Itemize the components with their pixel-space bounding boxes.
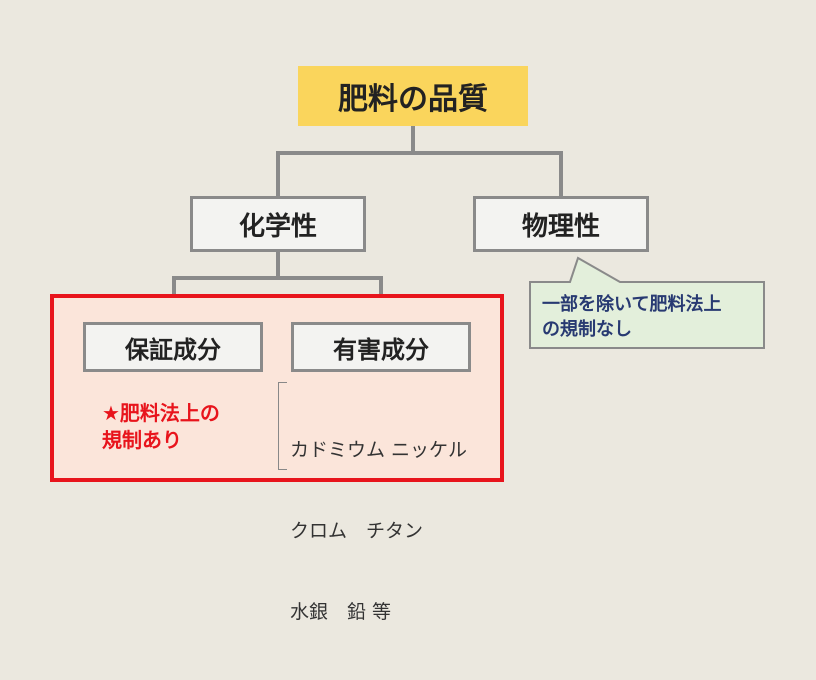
callout-bubble bbox=[529, 256, 765, 349]
guaranteed-label: 保証成分 bbox=[125, 335, 221, 364]
root-label: 肥料の品質 bbox=[338, 82, 488, 117]
physical-label: 物理性 bbox=[521, 211, 600, 242]
harmful-examples-line3: 水銀 鉛 等 bbox=[290, 601, 392, 623]
examples-bracket bbox=[278, 382, 287, 470]
regulated-note: ★肥料法上の 規制あり bbox=[102, 400, 272, 454]
callout-line2: の規制なし bbox=[542, 319, 632, 340]
connector-root-to-level1 bbox=[276, 126, 415, 196]
root-node: 肥料の品質 bbox=[298, 66, 528, 126]
guaranteed-node: 保証成分 bbox=[83, 322, 263, 372]
harmful-label: 有害成分 bbox=[333, 335, 429, 364]
harmful-node: 有害成分 bbox=[291, 322, 471, 372]
harmful-examples: カドミウム ニッケル クロム チタン 水銀 鉛 等 bbox=[290, 383, 500, 680]
callout-line1: 一部を除いて肥料法上 bbox=[542, 294, 722, 315]
callout-text: 一部を除いて肥料法上 の規制なし bbox=[530, 286, 764, 348]
physical-node: 物理性 bbox=[473, 196, 649, 252]
connector-lines bbox=[172, 126, 765, 349]
harmful-examples-line2: クロム チタン bbox=[290, 520, 424, 542]
harmful-examples-line1: カドミウム ニッケル bbox=[290, 439, 468, 461]
regulated-note-line2: 規制あり bbox=[102, 428, 182, 452]
chemical-label: 化学性 bbox=[238, 211, 317, 242]
connector-root-to-physical bbox=[413, 151, 563, 196]
diagram: 肥料の品質 化学性 物理性 保証成分 有害成分 ★肥料法上の 規制あり カドミウ… bbox=[50, 66, 765, 623]
regulated-note-line1: ★肥料法上の bbox=[102, 401, 220, 425]
chemical-node: 化学性 bbox=[190, 196, 366, 252]
